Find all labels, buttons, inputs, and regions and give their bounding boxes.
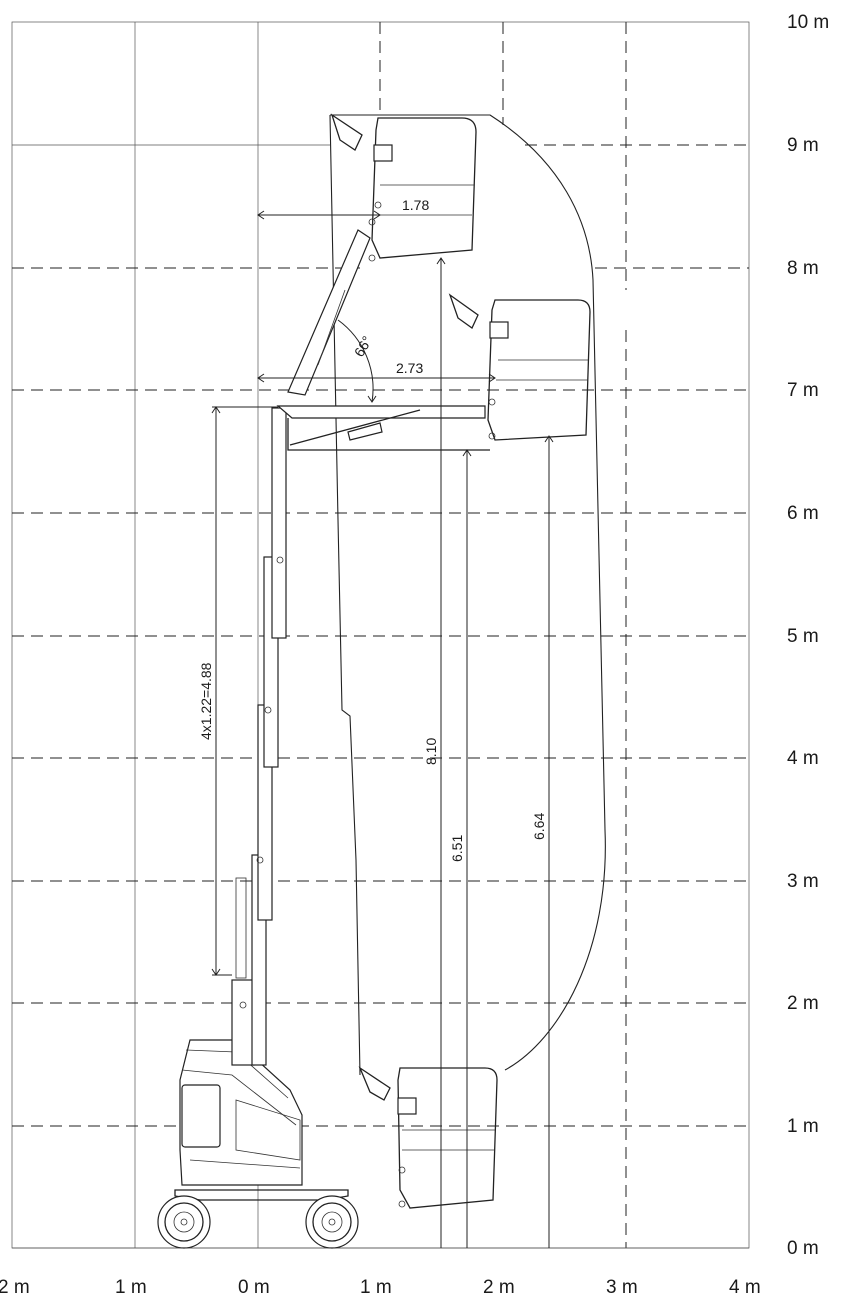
jib-horizontal — [276, 405, 490, 451]
working-envelope — [330, 114, 606, 1071]
platform-lower — [358, 1066, 498, 1209]
platform-upper — [330, 113, 477, 262]
y-label-3: 3 m — [787, 871, 819, 892]
label-height-mid: 6.64 — [531, 813, 547, 840]
chassis-window — [181, 1084, 221, 1148]
jib-raised — [287, 229, 371, 396]
y-label-2: 2 m — [787, 993, 819, 1014]
label-outreach-upper: 1.78 — [402, 197, 429, 213]
x-label-minus-2: 2 m — [0, 1277, 30, 1298]
y-label-10: 10 m — [787, 12, 829, 33]
x-axis-labels: 2 m 1 m 0 m 1 m 2 m 3 m 4 m — [0, 1277, 761, 1298]
y-label-5: 5 m — [787, 626, 819, 647]
x-label-4: 4 m — [729, 1277, 761, 1298]
y-label-4: 4 m — [787, 748, 819, 769]
y-label-0: 0 m — [787, 1238, 819, 1259]
label-height-max: 8.10 — [423, 738, 439, 765]
y-label-7: 7 m — [787, 380, 819, 401]
y-label-6: 6 m — [787, 503, 819, 524]
mast-section-top — [271, 407, 287, 639]
label-jib-angle: 66° — [351, 333, 375, 359]
label-outreach-max: 2.73 — [396, 360, 423, 376]
rear-wheel — [305, 1195, 359, 1249]
label-height-upper: 6.51 — [449, 835, 465, 862]
mast — [231, 407, 287, 1066]
y-label-1: 1 m — [787, 1116, 819, 1137]
grid — [11, 21, 750, 1249]
dimension-labels: 1.78 2.73 66° 4x1.22=4.88 8.10 6.51 6.64 — [198, 197, 547, 862]
x-label-0: 0 m — [238, 1277, 270, 1298]
envelope-inner-left — [329, 114, 361, 1076]
platform-middle — [448, 293, 591, 441]
x-label-3: 3 m — [606, 1277, 638, 1298]
mast-section-base — [231, 979, 255, 1066]
dimension-lines — [211, 210, 554, 1248]
x-label-1: 1 m — [360, 1277, 392, 1298]
y-axis-labels: 10 m 9 m 8 m 7 m 6 m 5 m 4 m 3 m 2 m 1 m… — [787, 12, 829, 1259]
label-mast-sections: 4x1.22=4.88 — [198, 662, 214, 740]
y-label-9: 9 m — [787, 135, 819, 156]
front-wheel — [157, 1195, 211, 1249]
y-label-8: 8 m — [787, 258, 819, 279]
x-label-2: 2 m — [483, 1277, 515, 1298]
x-label-minus-1: 1 m — [115, 1277, 147, 1298]
chassis — [174, 1039, 349, 1215]
